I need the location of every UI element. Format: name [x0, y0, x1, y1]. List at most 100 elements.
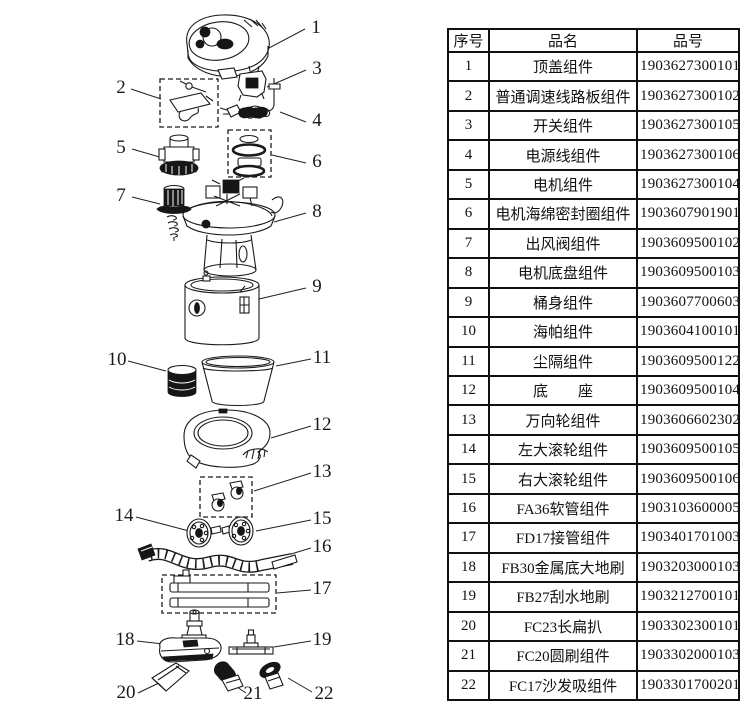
part-circuit-board-box	[159, 78, 219, 128]
cell-code: 1903302000103	[636, 640, 740, 672]
cell-code: 1903609500106	[636, 463, 740, 495]
cell-code: 1903627300104	[636, 168, 740, 201]
cell-code: 1903203000103	[636, 551, 740, 584]
cell-code: 1903606602302	[636, 404, 740, 436]
part-dust-separator	[201, 355, 275, 407]
cell-name: FC17沙发吸组件	[488, 669, 638, 702]
part-round-brush	[213, 661, 244, 692]
col-header-index: 序号	[447, 28, 490, 53]
part-base	[183, 408, 271, 469]
cell-code: 1903609500122	[636, 345, 740, 377]
cell-index: 8	[447, 257, 490, 289]
cell-name: FD17接管组件	[488, 522, 638, 554]
cell-name: FB27刮水地刷	[488, 581, 638, 613]
cell-code: 1903212700101	[636, 581, 740, 613]
cell-code: 1903103600005	[636, 492, 740, 525]
part-switch	[237, 65, 267, 102]
cell-name: 海帕组件	[488, 316, 638, 348]
part-tank	[184, 270, 260, 346]
callout-1: 1	[311, 17, 321, 38]
cell-code: 1903301700201	[636, 669, 740, 702]
part-top-cover	[186, 14, 270, 80]
callout-11: 11	[313, 347, 331, 368]
callout-12: 12	[313, 414, 332, 435]
cell-name: 尘隔组件	[488, 345, 638, 377]
part-squeegee	[228, 629, 274, 655]
part-motor	[158, 134, 200, 176]
cell-code: 1903604100101	[636, 316, 740, 348]
cell-index: 14	[447, 433, 490, 466]
cell-name: 桶身组件	[488, 286, 638, 319]
cell-name: 开关组件	[488, 109, 638, 142]
part-hepa-filter	[167, 364, 197, 397]
part-left-wheel	[186, 518, 222, 548]
part-seal-rings-box	[227, 129, 272, 178]
callout-2: 2	[116, 77, 126, 98]
callout-4: 4	[312, 110, 322, 131]
callout-9: 9	[312, 276, 322, 297]
cell-index: 20	[447, 610, 490, 643]
col-header-code: 品号	[636, 28, 740, 53]
callout-13: 13	[313, 461, 332, 482]
exploded-view-diagram: 1 2 3 4 5 6 7 8 9 10 11 12 13 14 15 16 1…	[108, 14, 334, 704]
table-header-row: 序号 品名 品号	[447, 28, 740, 53]
cell-index: 2	[447, 80, 490, 112]
callout-7: 7	[116, 185, 126, 206]
callout-14: 14	[115, 505, 135, 526]
callout-21: 21	[244, 683, 263, 704]
cell-index: 7	[447, 227, 490, 260]
cell-code: 1903627300105	[636, 109, 740, 142]
cell-name: 电机海绵密封圈组件	[488, 198, 638, 230]
cell-index: 21	[447, 640, 490, 672]
cell-code: 1903627300102	[636, 80, 740, 112]
cell-index: 16	[447, 492, 490, 525]
cell-index: 4	[447, 139, 490, 171]
cell-name: FA36软管组件	[488, 492, 638, 525]
cell-code: 1903609500102	[636, 227, 740, 260]
callout-8: 8	[312, 201, 322, 222]
part-hose	[137, 543, 298, 573]
cell-name: FC23长扁扒	[488, 610, 638, 643]
cell-name: 电机底盘组件	[488, 257, 638, 289]
cell-name: 电源线组件	[488, 139, 638, 171]
cell-name: 左大滚轮组件	[488, 433, 638, 466]
cell-name: 右大滚轮组件	[488, 463, 638, 495]
cell-index: 18	[447, 551, 490, 584]
cell-index: 17	[447, 522, 490, 554]
cell-code: 1903401701003	[636, 522, 740, 554]
callout-numbers: 1 2 3 4 5 6 7 8 9 10 11 12 13 14 15 16 1…	[108, 17, 334, 704]
cell-code: 1903609500103	[636, 257, 740, 289]
cell-code: 1903627300106	[636, 139, 740, 171]
cell-name: 普通调速线路板组件	[488, 80, 638, 112]
cell-code: 1903609500104	[636, 374, 740, 407]
part-floor-brush	[159, 609, 222, 663]
cell-index: 11	[447, 345, 490, 377]
cell-index: 13	[447, 404, 490, 436]
part-outlet-valve	[156, 184, 192, 241]
callout-18: 18	[116, 629, 135, 650]
callout-20: 20	[117, 682, 136, 703]
cell-index: 10	[447, 316, 490, 348]
cell-index: 3	[447, 109, 490, 142]
cell-name: FB30金属底大地刷	[488, 551, 638, 584]
